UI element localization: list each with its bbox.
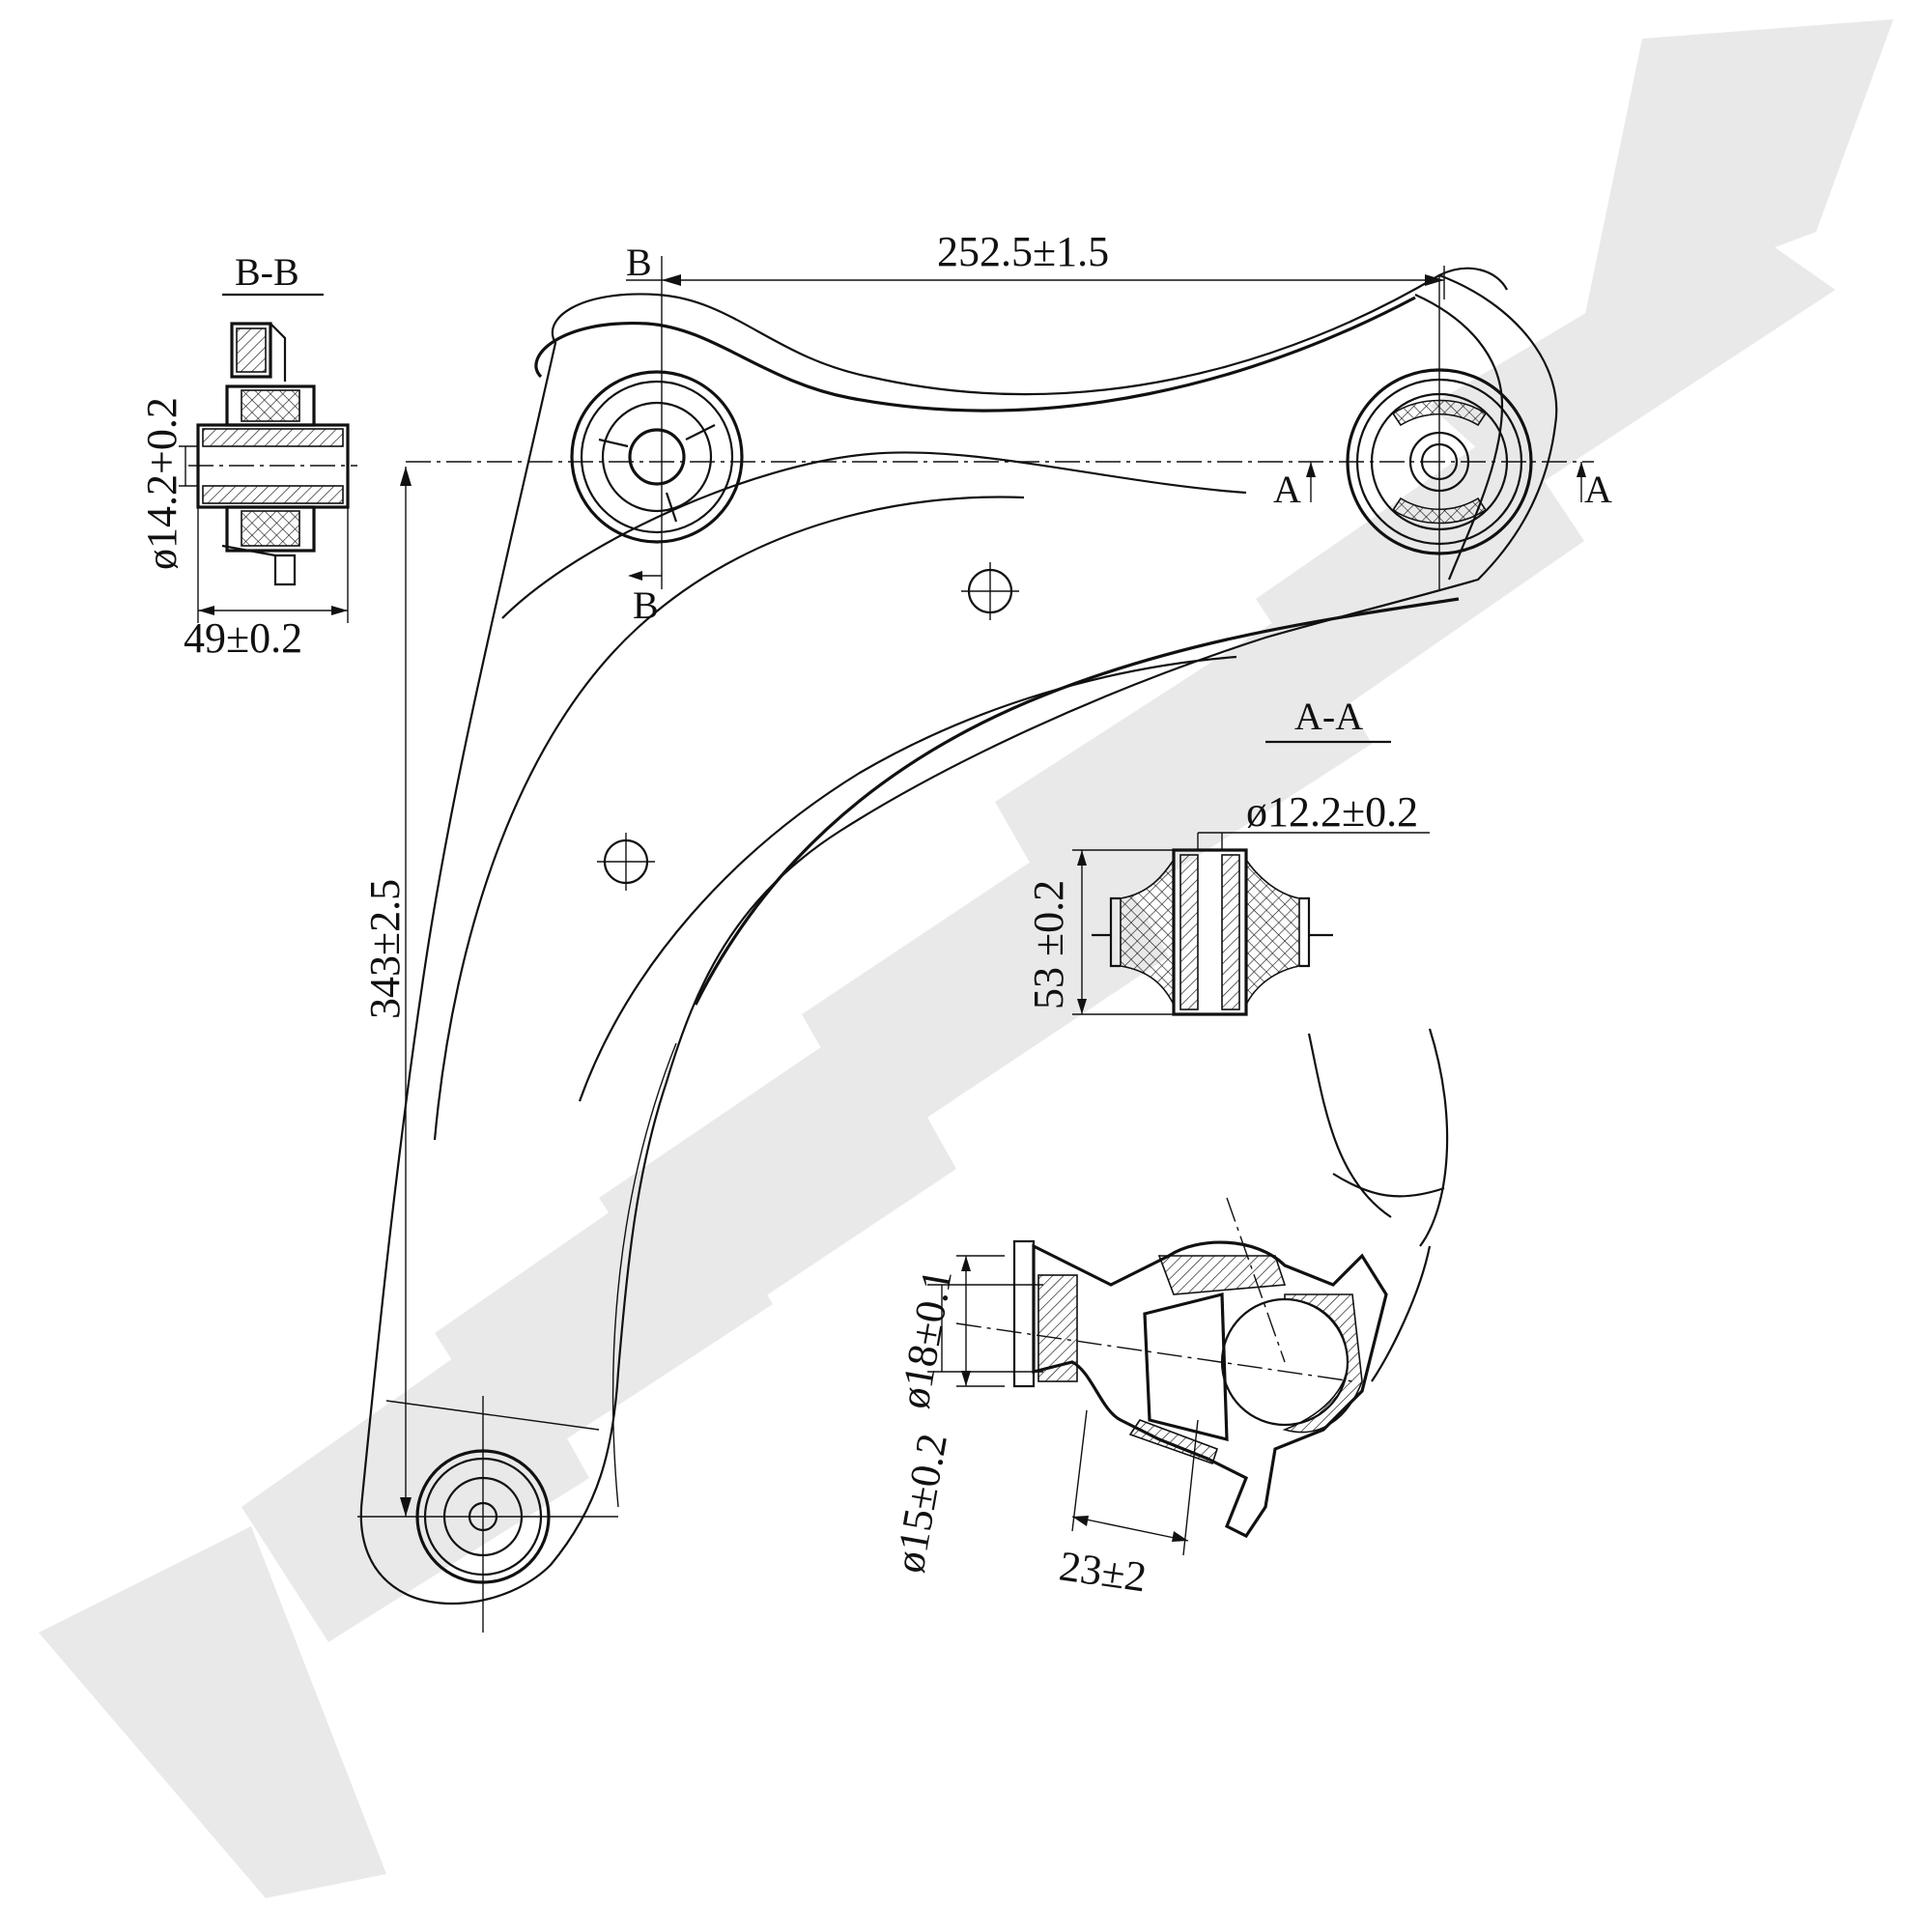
marker-b-bottom: B xyxy=(633,583,659,627)
ball-joint-inner-diameter: ø15±0.2 xyxy=(886,1430,956,1576)
section-bb-width: 49±0.2 xyxy=(184,614,302,662)
ball-joint-outer-diameter: ø18±0.1 xyxy=(891,1265,961,1411)
section-bb-title: B-B xyxy=(235,250,299,294)
mounting-hole-2 xyxy=(597,833,655,891)
section-marker-b: B B xyxy=(626,241,662,627)
section-bb-diameter: ø14.2+0.2 xyxy=(138,397,185,570)
watermark-logo xyxy=(39,19,1893,1898)
section-marker-a: A A xyxy=(1273,462,1612,511)
mounting-hole-1 xyxy=(961,562,1019,620)
section-aa-diameter: ø12.2±0.2 xyxy=(1246,788,1418,836)
ball-joint-eye xyxy=(357,1396,618,1633)
control-arm-body xyxy=(359,267,1558,1605)
section-bb-view: B-B ø14.2+0.2 49±0.2 xyxy=(138,250,357,662)
width-dimension: 252.5±1.5 xyxy=(662,228,1445,299)
ball-joint-length: 23±2 xyxy=(1057,1542,1150,1601)
section-aa-height: 53 ±0.2 xyxy=(1025,880,1072,1009)
section-aa-view: A-A 53 ±0.2 ø12.2±0.2 xyxy=(1025,695,1430,1016)
marker-a-right: A xyxy=(1584,468,1612,511)
section-aa-title: A-A xyxy=(1294,695,1363,738)
marker-a-left: A xyxy=(1273,468,1301,511)
width-dimension-label: 252.5±1.5 xyxy=(937,228,1109,275)
height-dimension-label: 343±2.5 xyxy=(361,879,409,1019)
marker-b-top: B xyxy=(626,241,652,284)
front-bushing xyxy=(570,370,744,544)
ball-joint-section: ø18±0.1 ø15±0.2 23±2 xyxy=(886,1028,1449,1601)
height-dimension: 343±2.5 xyxy=(361,467,412,1517)
